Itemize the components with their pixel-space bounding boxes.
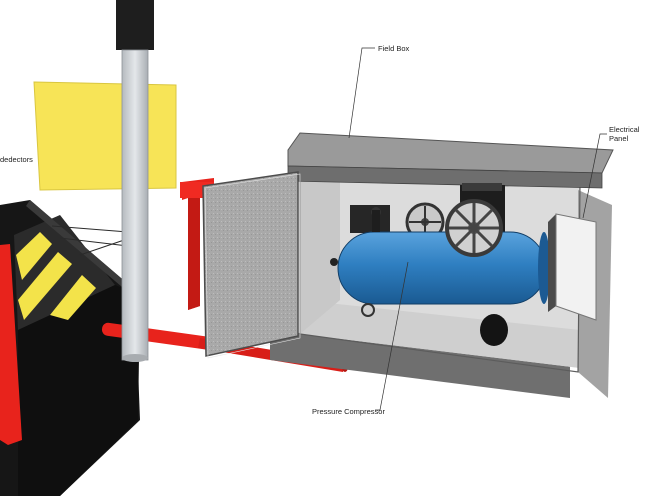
pressure-compressor xyxy=(330,183,550,346)
label-detectors: dedectors xyxy=(0,155,33,164)
barrier-red-edge xyxy=(0,244,22,445)
leader-lines xyxy=(348,47,607,411)
compressor-wheel xyxy=(361,303,375,317)
barrier-stripe xyxy=(50,275,96,320)
barrier-stripe xyxy=(18,252,72,320)
flywheel-large xyxy=(445,199,503,257)
label-pressure-compressor: Pressure Compressor xyxy=(312,407,385,416)
label-electrical-panel-line1: Electrical xyxy=(609,125,640,134)
yellow-sign xyxy=(33,81,177,191)
compressor-wheel xyxy=(480,314,508,346)
field-box-roof xyxy=(287,132,614,174)
road-barrier xyxy=(0,200,140,496)
field-box-door xyxy=(202,171,301,359)
compressor-tank xyxy=(337,231,547,305)
electrical-panel xyxy=(548,213,597,321)
label-electrical-panel-line2: Panel xyxy=(609,134,629,143)
barrier-stripe xyxy=(16,232,52,280)
label-field-box: Field Box xyxy=(378,44,410,53)
light-pole xyxy=(116,0,154,362)
